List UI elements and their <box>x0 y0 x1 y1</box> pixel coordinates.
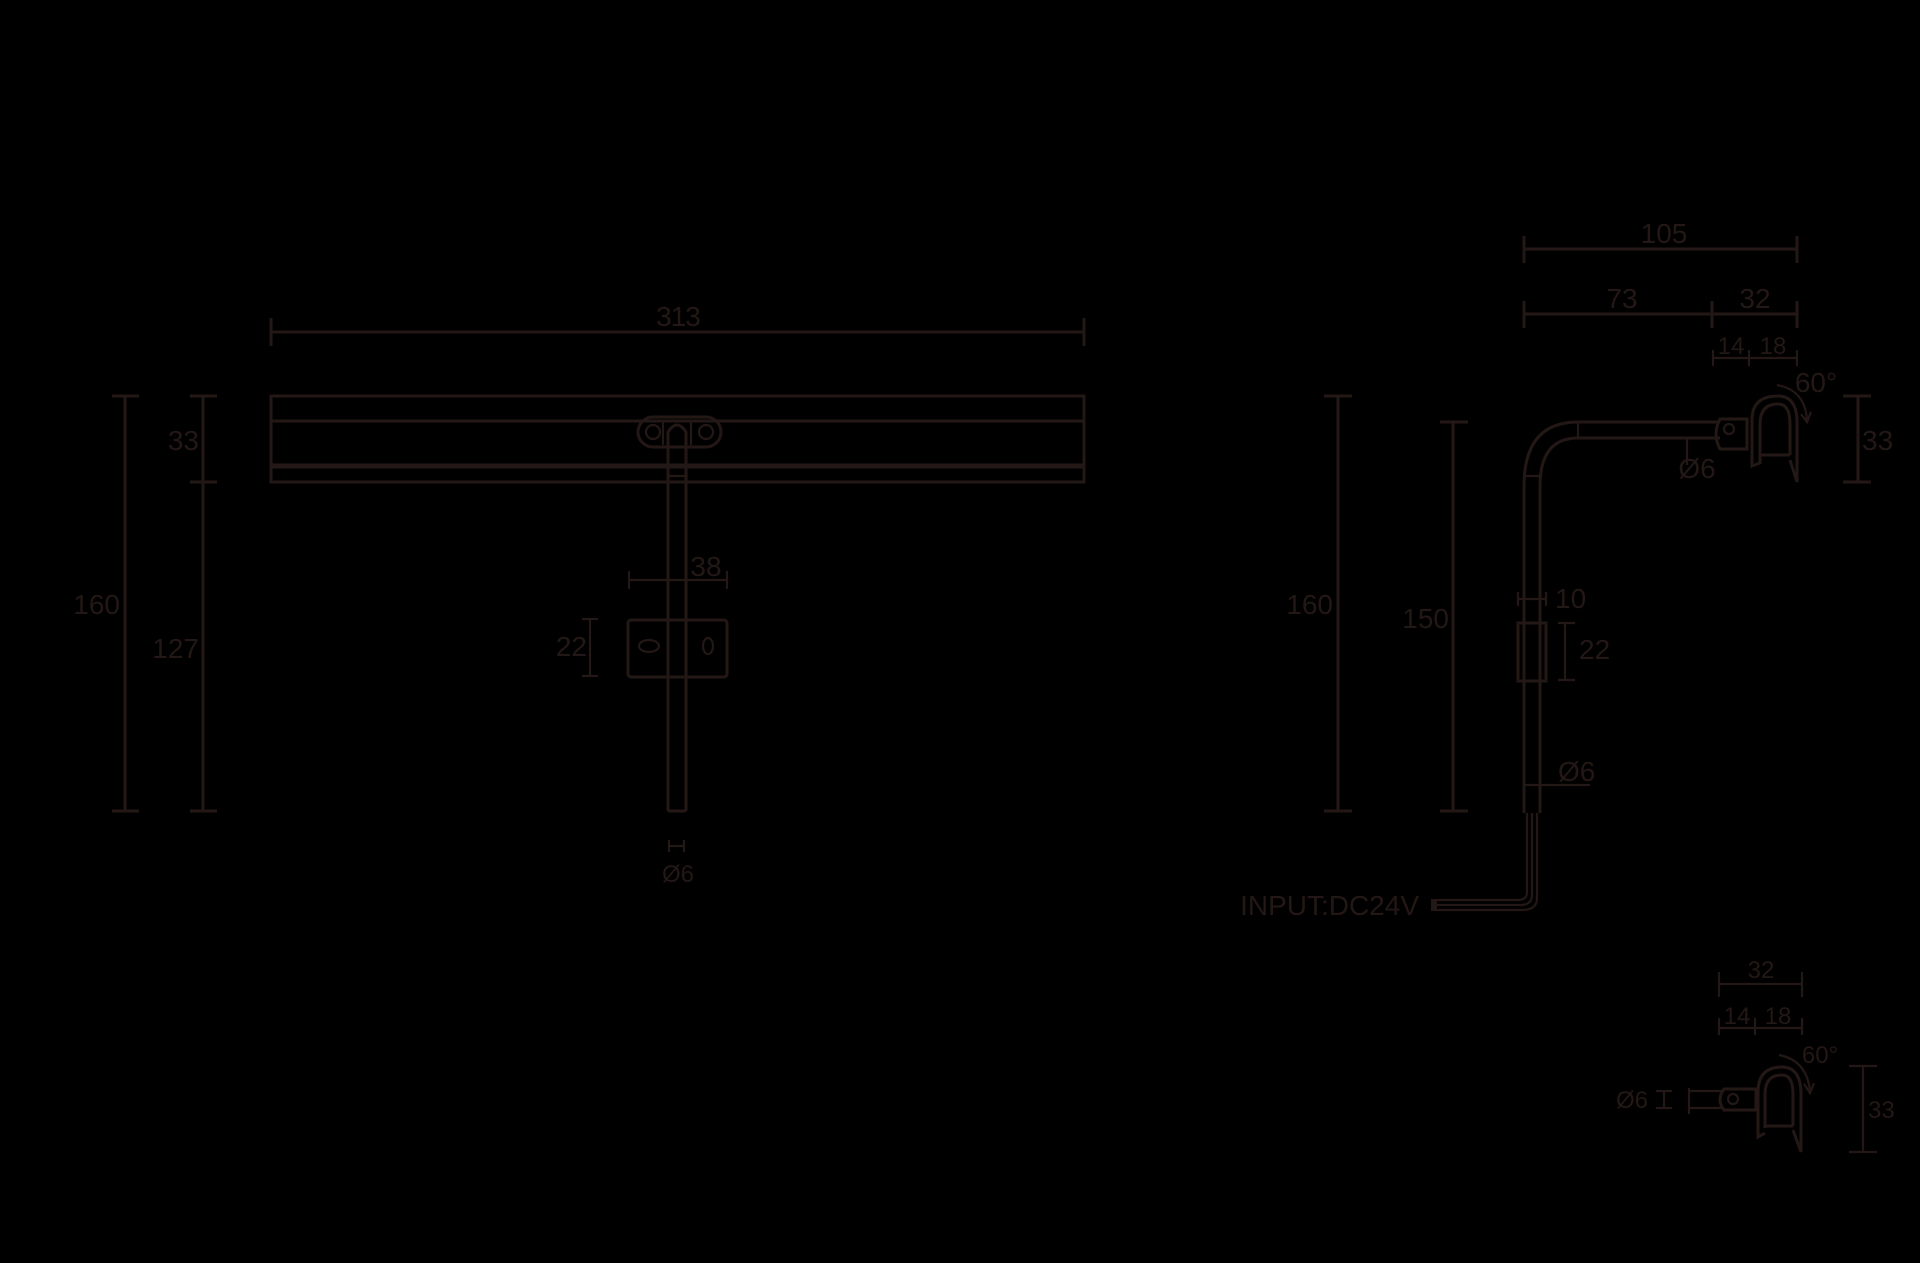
detail-lamp-head: 60° <box>1687 1042 1838 1153</box>
lamp-head: 60° <box>1714 367 1837 483</box>
label-bracket-height: 22 <box>556 631 587 662</box>
label-bracket-thickness: 10 <box>1555 583 1586 614</box>
label-overall-height: 160 <box>73 589 120 620</box>
dim-arm-head-depth: 73 32 <box>1522 283 1799 328</box>
label-detail-tilt: 60° <box>1802 1042 1838 1069</box>
label-side-bracket-height: 22 <box>1579 634 1610 665</box>
label-side-head-height: 33 <box>1862 425 1893 456</box>
label-detail-diameter: Ø6 <box>1616 1087 1648 1114</box>
power-cable: INPUT:DC24V <box>1240 813 1539 921</box>
front-view: 313 <box>73 301 1086 888</box>
label-arm-depth: 73 <box>1606 283 1637 314</box>
label-arm-diameter: Ø6 <box>1678 453 1715 484</box>
label-side-arm-height: 150 <box>1402 603 1449 634</box>
dim-detail-split: 14 18 <box>1717 1003 1804 1035</box>
label-head-split-b: 18 <box>1760 333 1787 360</box>
label-head-height: 33 <box>168 425 199 456</box>
side-bracket <box>1516 621 1548 683</box>
side-view: 105 73 32 14 18 Ø6 <box>1240 218 1893 921</box>
label-tilt-angle: 60° <box>1795 367 1837 398</box>
label-detail-depth: 32 <box>1748 957 1775 984</box>
stem <box>666 447 688 813</box>
dim-bracket-width: 38 <box>627 551 729 589</box>
dim-detail-height: 33 <box>1849 1064 1895 1154</box>
label-stem-diameter: Ø6 <box>1558 756 1595 787</box>
hinge-knuckle <box>636 415 723 449</box>
dim-overall-width: 313 <box>269 301 1086 346</box>
wall-bracket <box>626 618 729 679</box>
dim-detail-diameter: Ø6 <box>1616 1087 1672 1114</box>
label-side-overall-height: 160 <box>1286 589 1333 620</box>
detail-view: 32 14 18 60° Ø6 <box>1616 957 1895 1154</box>
dim-side-arm-height: 150 <box>1402 420 1468 813</box>
dim-side-bracket-height: 22 <box>1558 621 1610 682</box>
dim-side-overall-height: 160 <box>1286 394 1352 813</box>
light-bar <box>269 394 1086 484</box>
dim-overall-height: 160 <box>73 394 139 813</box>
label-head-split-a: 14 <box>1718 333 1745 360</box>
label-arm-height: 127 <box>152 633 199 664</box>
dim-overall-depth: 105 <box>1522 218 1799 263</box>
label-overall-width: 313 <box>656 301 700 332</box>
label-detail-split-a: 14 <box>1724 1003 1751 1030</box>
label-input: INPUT:DC24V <box>1240 890 1419 921</box>
dim-head-split: 14 18 <box>1711 333 1799 366</box>
dim-stem-diameter: Ø6 <box>662 840 694 888</box>
dim-side-head-height: 33 <box>1843 394 1893 484</box>
label-bracket-width: 38 <box>690 551 721 582</box>
label-detail-height: 33 <box>1868 1097 1895 1124</box>
dim-bracket-thickness: 10 <box>1516 583 1586 614</box>
lower-stem: Ø6 <box>1522 681 1595 813</box>
dim-bracket-height: 22 <box>556 617 598 678</box>
dim-detail-depth: 32 <box>1717 957 1804 997</box>
label-stem-diameter: Ø6 <box>662 861 694 888</box>
label-head-depth: 32 <box>1739 283 1770 314</box>
label-detail-split-b: 18 <box>1765 1003 1792 1030</box>
label-overall-depth: 105 <box>1641 218 1688 249</box>
arm: Ø6 <box>1522 420 1720 700</box>
dim-head-arm-height: 33 127 <box>152 394 217 813</box>
